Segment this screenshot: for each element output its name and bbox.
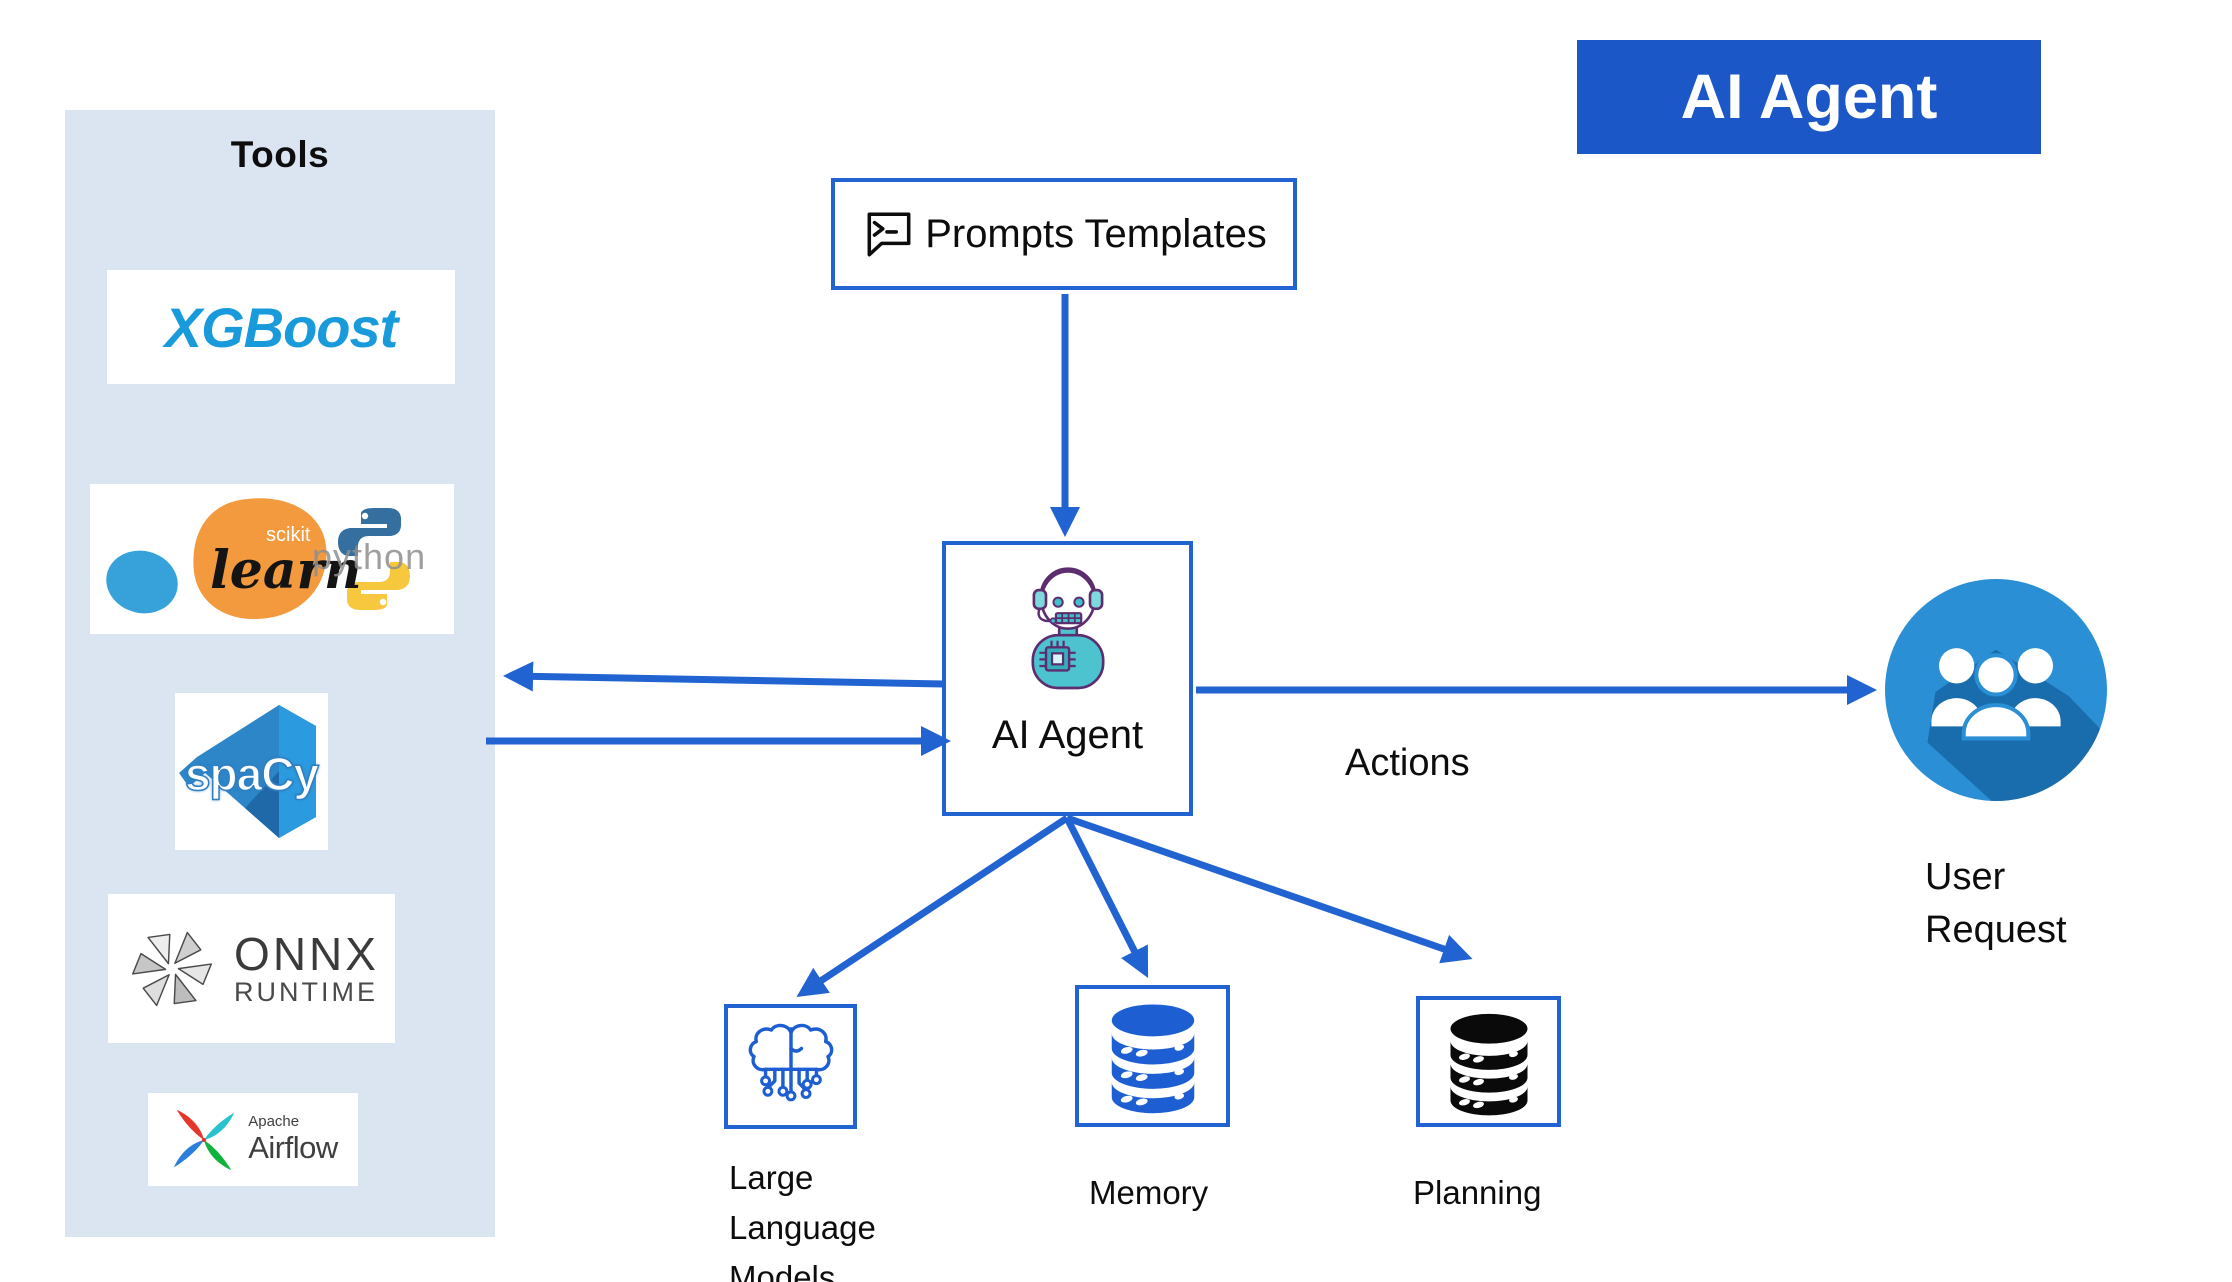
llm-node xyxy=(724,1004,857,1129)
actions-edge-label: Actions xyxy=(1345,742,1470,784)
brain-circuit-icon xyxy=(748,1023,833,1101)
tools-panel-title: Tools xyxy=(230,134,330,175)
scikit-learn-blobs-icon xyxy=(106,498,410,620)
title-banner: AI Agent xyxy=(1577,40,2041,154)
robot-icon xyxy=(1030,567,1105,690)
scikit-learn-python-logo: scikit learn python xyxy=(90,484,454,634)
ai-agent-node-label: AI Agent xyxy=(991,713,1144,757)
python-logo-icon xyxy=(338,508,410,610)
airflow-pinwheel-icon xyxy=(173,1109,235,1170)
scikit-learn-logo-text-top: scikit xyxy=(266,524,311,546)
llm-label-line2: Language xyxy=(729,1209,876,1246)
memory-node xyxy=(1075,985,1230,1127)
spacy-logo: spaCy xyxy=(175,693,328,850)
ai-agent-node: AI Agent xyxy=(942,541,1193,816)
user-request-label: User Request xyxy=(1925,851,2067,957)
llm-node-label: Large Language Models xyxy=(729,1153,876,1282)
prompts-templates-label: Prompts Templates xyxy=(925,211,1267,256)
database-icon-blue xyxy=(1111,1004,1194,1114)
airflow-logo-text-line1: Apache xyxy=(248,1113,300,1130)
users-group-icon xyxy=(1885,579,2107,801)
scikit-learn-logo-text-bottom: learn xyxy=(210,540,362,601)
onnx-logo-text-line2: RUNTIME xyxy=(234,976,379,1007)
planning-node-label: Planning xyxy=(1413,1174,1542,1211)
arrow-agent-to-memory xyxy=(1063,816,1149,979)
arrow-agent-to-llm xyxy=(796,815,1069,997)
planning-node xyxy=(1416,996,1561,1127)
arrow-agent-to-planning xyxy=(1065,814,1473,964)
spacy-logo-text: spaCy xyxy=(184,747,320,801)
xgboost-logo-text: XGBoost xyxy=(164,295,399,359)
prompts-templates-node: Prompts Templates xyxy=(831,178,1297,290)
airflow-logo-text-line2: Airflow xyxy=(248,1130,338,1165)
user-request-label-line2: Request xyxy=(1925,909,2067,951)
apache-airflow-logo: Apache Airflow xyxy=(148,1093,358,1186)
title-banner-label: AI Agent xyxy=(1680,62,1938,132)
xgboost-logo: XGBoost xyxy=(107,270,455,384)
user-request-node xyxy=(1885,579,2107,801)
llm-label-line1: Large xyxy=(729,1159,814,1196)
terminal-bubble-icon xyxy=(867,212,911,257)
arrow-agent-to-tools xyxy=(502,661,945,692)
spacy-chevron-icon xyxy=(179,705,316,838)
tools-panel: Tools XGBoost scikit xyxy=(65,110,495,1237)
database-icon-black xyxy=(1450,1013,1527,1115)
user-request-label-line1: User xyxy=(1925,856,2006,898)
llm-label-line3: Models xyxy=(729,1259,836,1282)
onnx-logo-text-line1: ONNX xyxy=(234,927,379,980)
onnx-runtime-logo: ONNX RUNTIME xyxy=(108,894,395,1043)
onnx-pinwheel-icon xyxy=(132,931,213,1006)
python-logo-text: python xyxy=(312,536,427,577)
memory-node-label: Memory xyxy=(1089,1174,1209,1211)
